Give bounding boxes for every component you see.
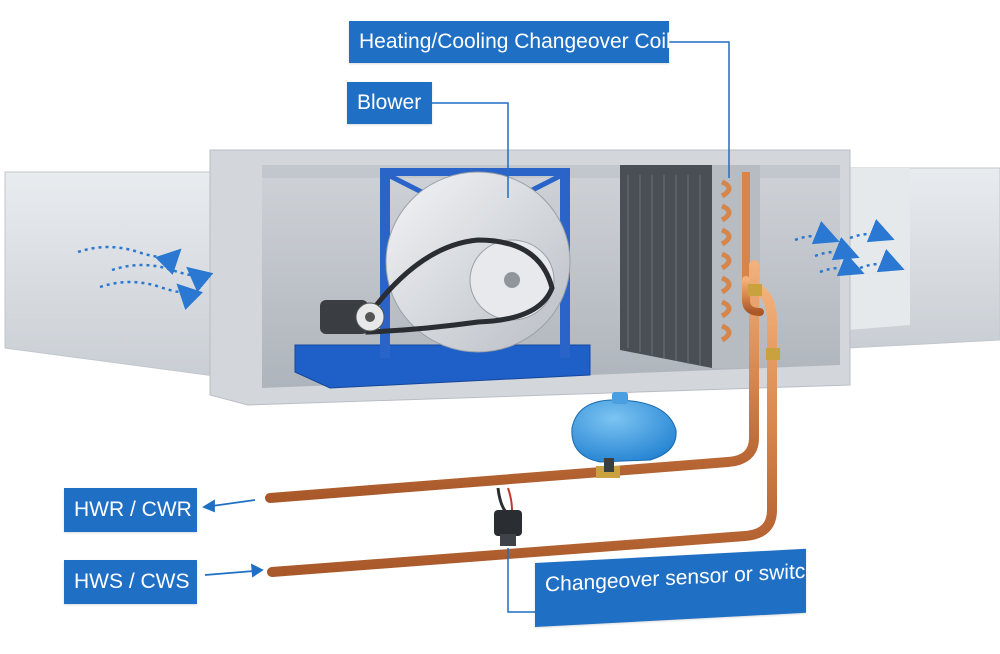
changeover-sensor xyxy=(494,487,522,546)
leader-sensor xyxy=(507,548,535,613)
blower-label: Blower xyxy=(347,82,432,124)
valve-actuator xyxy=(571,392,677,472)
pipe-arrows xyxy=(201,499,264,578)
leader-coil xyxy=(669,41,730,178)
supply-line-label: HWS / CWS xyxy=(64,560,197,604)
supply-arrow xyxy=(204,570,255,576)
changeover-coil xyxy=(620,165,760,368)
leader-blower xyxy=(432,102,509,198)
coil-label: Heating/Cooling Changeover Coil xyxy=(349,21,671,63)
airflow-arrows xyxy=(77,218,905,310)
outlet-duct xyxy=(847,167,1000,349)
copper-piping xyxy=(265,260,777,577)
return-arrow xyxy=(211,499,256,507)
leader-lines xyxy=(432,41,730,613)
blower-assembly xyxy=(294,168,591,389)
return-line-label: HWR / CWR xyxy=(64,488,197,532)
